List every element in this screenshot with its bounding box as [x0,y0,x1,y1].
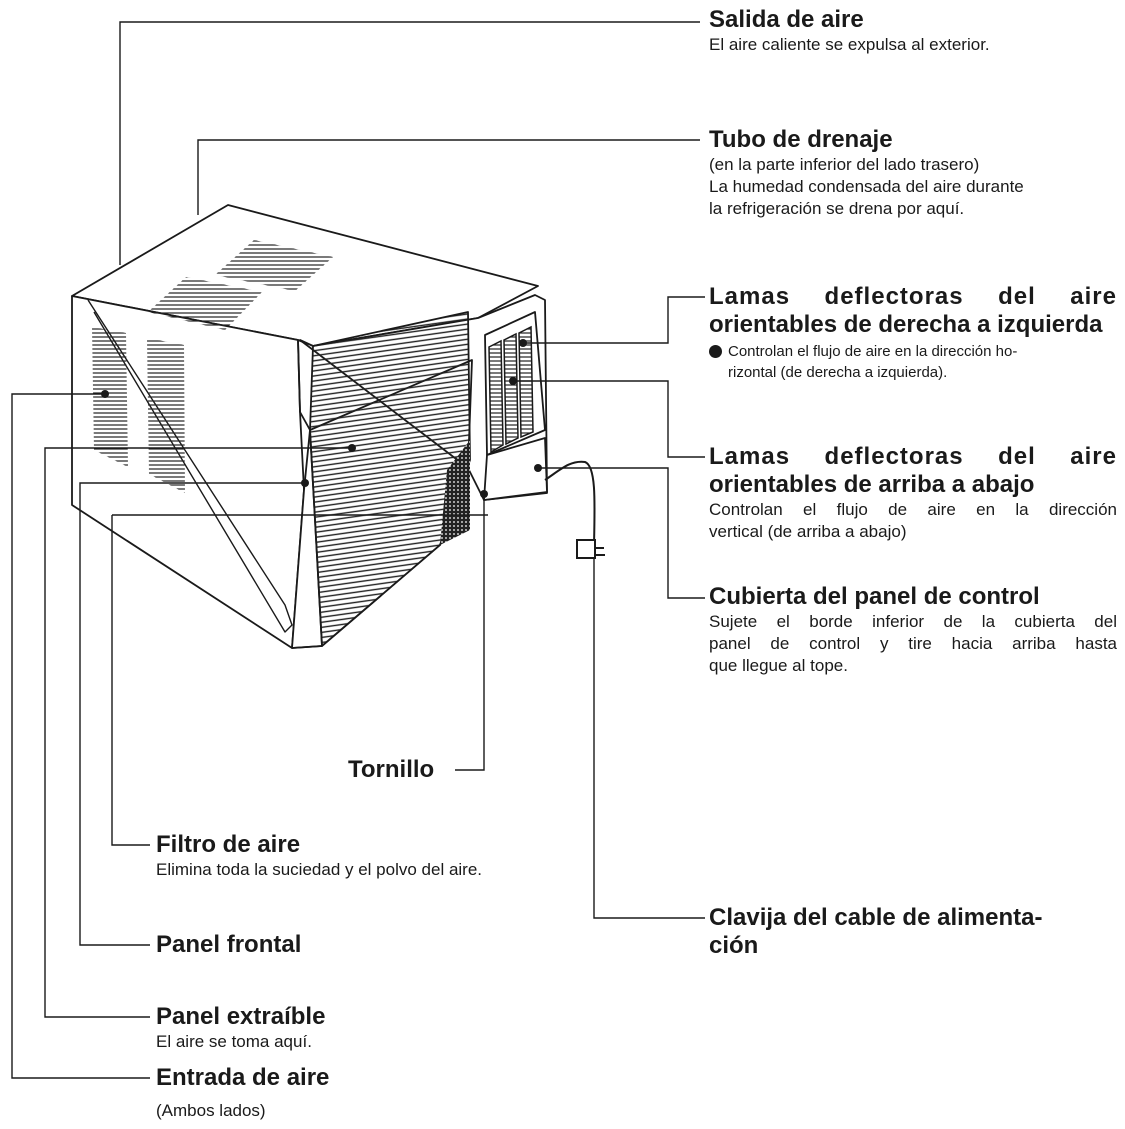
cubierta-title: Cubierta del panel de control [709,583,1040,610]
filtro-desc: Elimina toda la suciedad y el polvo del … [156,860,483,879]
entrada-title: Entrada de aire [156,1064,330,1091]
salida-title: Salida de aire [709,6,864,33]
clavija-title-2: ción [709,932,759,959]
lamas-h-bullet-line-1: Controlan el flujo de aire en la direcci… [709,341,1117,362]
label-entrada-de-aire: Entrada de aire (Ambos lados) [156,1064,329,1122]
filtro-title: Filtro de aire [156,831,301,858]
label-clavija: Clavija del cable de alimenta- ción [709,904,1042,960]
leader-dots [101,339,542,498]
label-lamas-vertical: Lamas deflectoras del aire orientables d… [709,443,1117,543]
cubierta-desc-1: Sujete el borde inferior de la cubierta … [709,612,1117,631]
power-cord [544,460,605,559]
panel-extraible-title: Panel extraíble [156,1003,326,1030]
lamas-h-title-2: orientables de derecha a izquierda [709,311,1103,338]
drenaje-desc-1: (en la parte inferior del lado trasero) [709,155,980,174]
label-panel-frontal: Panel frontal [156,931,301,959]
drenaje-desc-2: La humedad condensada del aire durante [709,177,1024,196]
lamas-h-bullet-1: Controlan el flujo de aire en la direcci… [728,343,1018,360]
top-vents [148,240,333,330]
lamas-v-title-1: Lamas deflectoras del aire [709,443,1117,470]
filter-panel [440,440,470,545]
louvers [488,325,534,454]
label-salida-de-aire: Salida de aire El aire caliente se expul… [709,6,990,56]
lamas-v-desc-2: vertical (de arriba a abajo) [709,522,907,541]
label-tubo-de-drenaje: Tubo de drenaje (en la parte inferior de… [709,126,1024,220]
side-vents [92,327,185,493]
label-cubierta-panel: Cubierta del panel de control Sujete el … [709,583,1117,677]
label-lamas-horizontal: Lamas deflectoras del aire orientables d… [709,283,1117,383]
label-filtro-de-aire: Filtro de aire Elimina toda la suciedad … [156,831,482,881]
clavija-title-1: Clavija del cable de alimenta- [709,904,1043,931]
panel-frontal-title: Panel frontal [156,931,302,958]
entrada-desc: (Ambos lados) [156,1101,266,1120]
lamas-v-title-2: orientables de arriba a abajo [709,471,1035,498]
cubierta-desc-2: panel de control y tire hacia arriba has… [709,634,1117,653]
drenaje-title: Tubo de drenaje [709,126,893,153]
lamas-h-title-1: Lamas deflectoras del aire [709,283,1117,310]
panel-extraible-desc: El aire se toma aquí. [156,1032,312,1051]
cubierta-desc-3: que llegue al tope. [709,656,848,675]
salida-desc: El aire caliente se expulsa al exterior. [709,35,990,54]
lamas-h-bullet-2: rizontal (de derecha a izquierda). [728,364,948,381]
drenaje-desc-3: la refrigeración se drena por aquí. [709,199,965,218]
tornillo-title: Tornillo [348,756,435,783]
label-panel-extraible: Panel extraíble El aire se toma aquí. [156,1003,325,1053]
lamas-v-desc-1: Controlan el flujo de aire en la direcci… [709,500,1117,519]
bullet-icon [709,344,722,358]
leader-lines [11,21,705,1079]
label-tornillo: Tornillo [348,756,434,784]
